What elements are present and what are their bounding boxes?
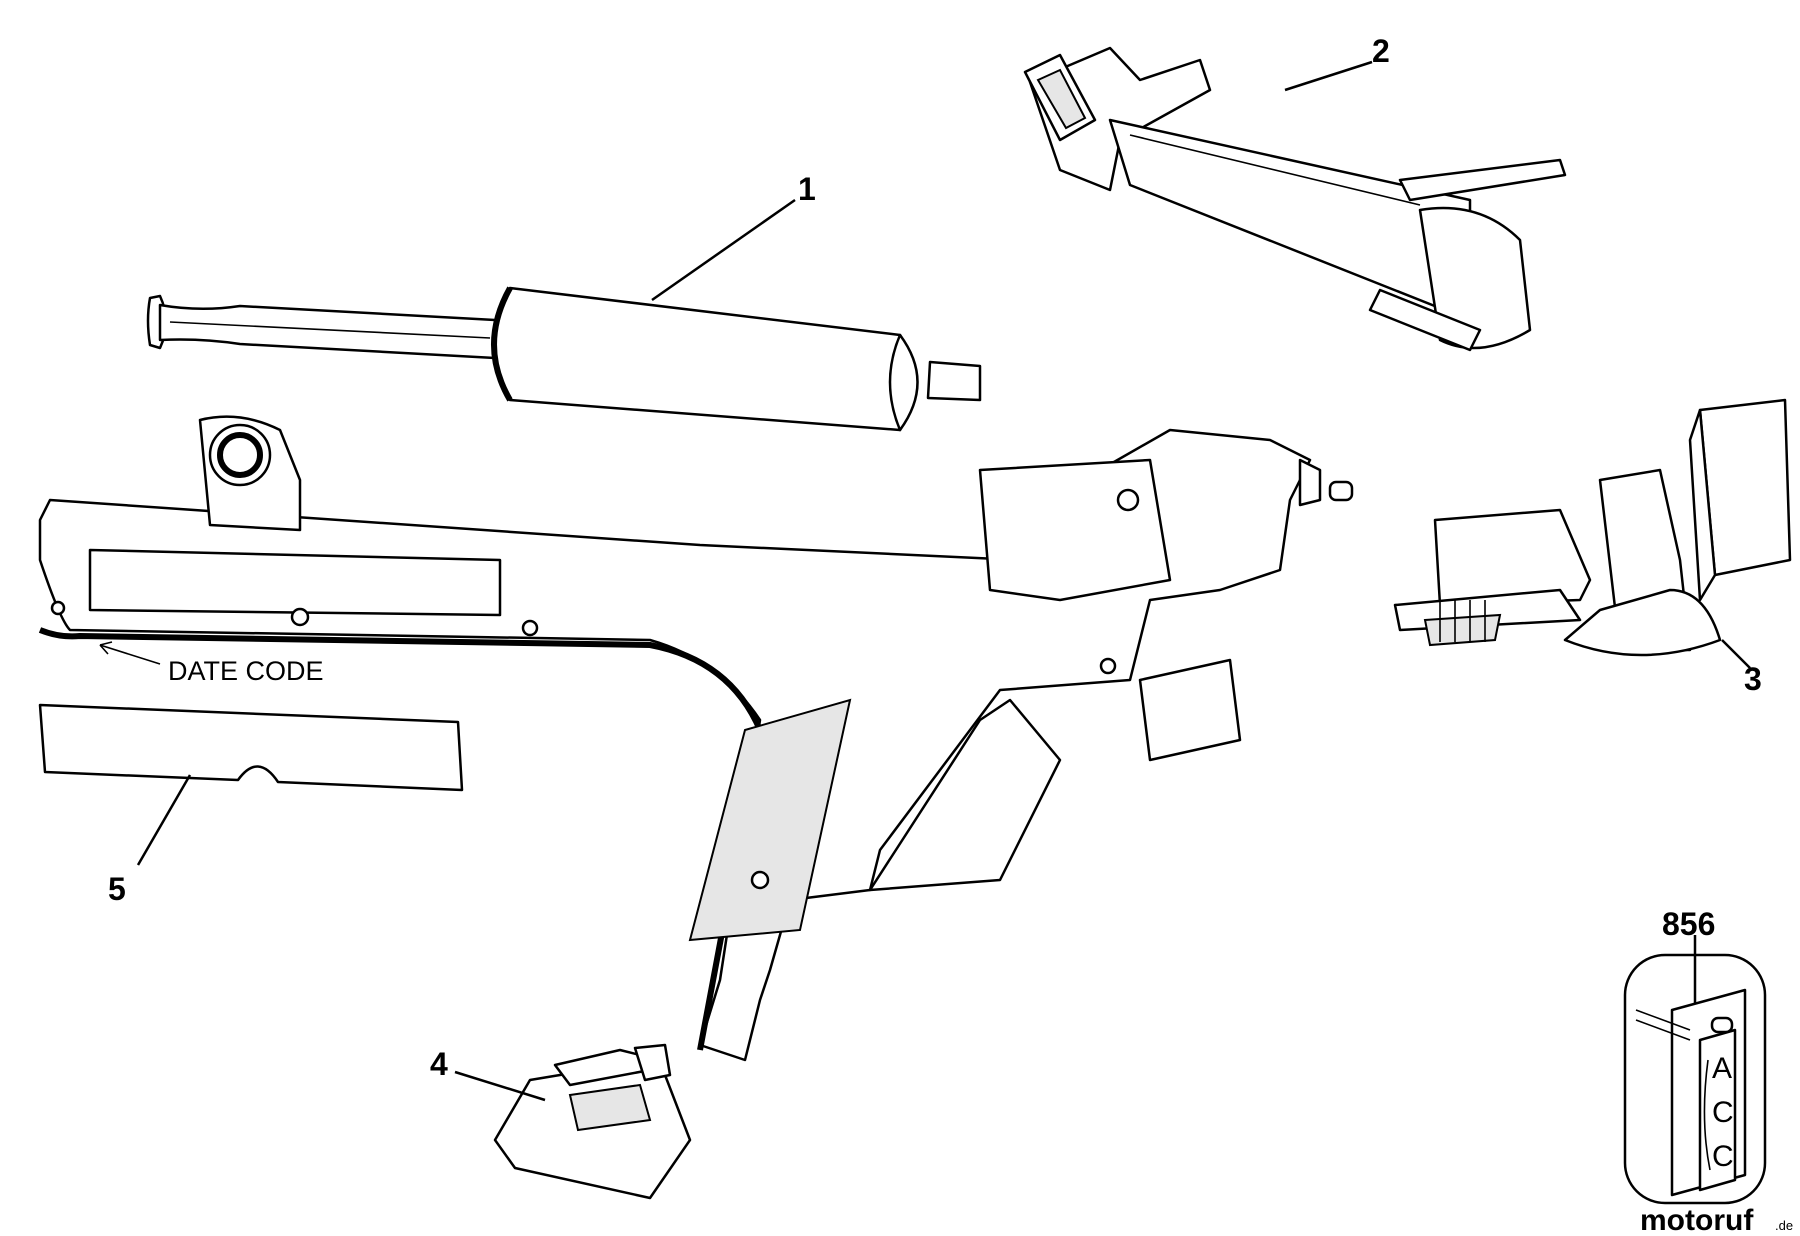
watermark-logo: motoruf .de (1640, 1204, 1793, 1236)
callout-1: 1 (798, 171, 816, 207)
callout-5: 5 (108, 871, 126, 907)
watermark-suffix: .de (1775, 1218, 1793, 1233)
date-code-arrow (99, 644, 161, 665)
part-2-barrel-holder (1023, 46, 1567, 352)
accessory-tag-letter-2: C (1712, 1096, 1734, 1129)
date-code-label: DATE CODE (168, 656, 324, 686)
callout-2: 2 (1372, 33, 1390, 69)
part-1-caulk-tube (146, 286, 982, 432)
accessory-group-number: 856 (1662, 906, 1715, 942)
housing-frame (38, 415, 1354, 1062)
part-4-end-cap (493, 1043, 692, 1200)
callout-3: 3 (1744, 661, 1762, 697)
accessory-bag (1623, 935, 1767, 1205)
part-5-label-plate (38, 703, 464, 792)
callout-2-leader (1284, 60, 1373, 92)
callout-3-leader (1721, 639, 1751, 669)
accessory-tag-letter-3: C (1712, 1140, 1734, 1173)
watermark-text: motoruf (1640, 1204, 1754, 1236)
callout-4: 4 (430, 1046, 448, 1082)
callout-5-leader (136, 774, 192, 866)
callout-1-leader (651, 198, 796, 302)
callout-4-leader (454, 1070, 546, 1102)
accessory-tag-letter-1: A (1712, 1052, 1732, 1085)
part-3-trigger-mechanism (1393, 398, 1792, 657)
